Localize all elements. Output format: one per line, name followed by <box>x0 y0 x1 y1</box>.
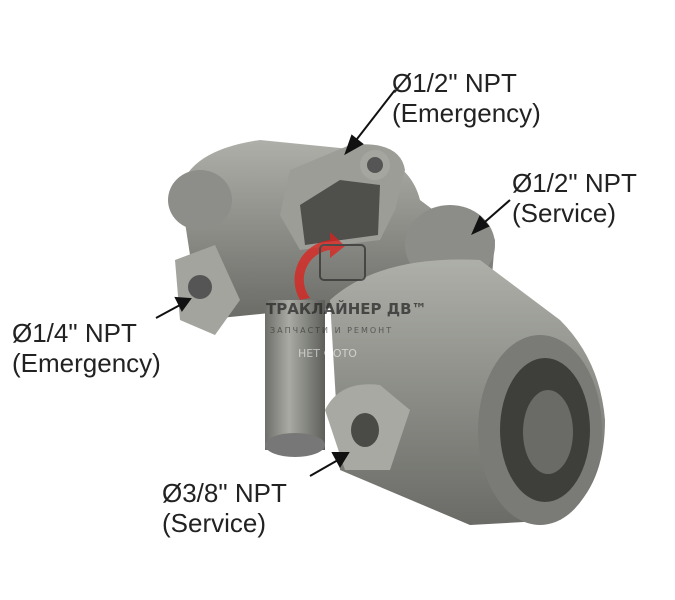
port-size: Ø1/2" NPT <box>512 168 637 198</box>
watermark-truck-icon <box>319 244 366 281</box>
watermark-arrow-icon <box>294 232 345 300</box>
arrowhead-emergency-quarter <box>174 296 192 312</box>
label-service-3-8: Ø3/8" NPT (Service) <box>162 478 287 538</box>
top-port-cavity <box>300 180 380 245</box>
port-type: (Emergency) <box>392 98 541 128</box>
main-cylinder-piston <box>523 390 573 474</box>
watermark-logo <box>294 232 366 300</box>
watermark-tagline: ЗАПЧАСТИ И РЕМОНТ <box>270 326 394 335</box>
arrow-emergency-half <box>349 89 396 149</box>
valve-stem-base <box>265 433 325 457</box>
service-port-hole <box>351 413 379 447</box>
arrowhead-emergency-half <box>344 134 364 156</box>
valve-stem <box>265 300 325 450</box>
left-cylinder <box>168 170 232 230</box>
port-type: (Service) <box>162 508 267 538</box>
watermark-brand: ТРАКЛАЙНЕР ДВ™ <box>266 300 427 318</box>
quarter-port-hole <box>188 275 212 299</box>
label-service-half: Ø1/2" NPT (Service) <box>512 168 637 228</box>
port-size: Ø3/8" NPT <box>162 478 287 508</box>
top-port-hole-inner <box>367 157 383 173</box>
port-type: (Service) <box>512 198 617 228</box>
arrowhead-service-half <box>471 215 490 236</box>
arrow-emergency-quarter <box>155 304 181 319</box>
callout-arrows <box>155 89 511 477</box>
port-size: Ø1/4" NPT <box>12 318 137 348</box>
watermark-no-photo: НЕТ ФОТО <box>298 347 357 360</box>
port-size: Ø1/2" NPT <box>392 68 517 98</box>
label-emergency-quarter: Ø1/4" NPT (Emergency) <box>12 318 161 378</box>
arrow-service-3-8 <box>309 459 339 477</box>
label-emergency-half: Ø1/2" NPT (Emergency) <box>392 68 541 128</box>
port-type: (Emergency) <box>12 348 161 378</box>
arrowhead-service-3-8 <box>331 452 350 469</box>
